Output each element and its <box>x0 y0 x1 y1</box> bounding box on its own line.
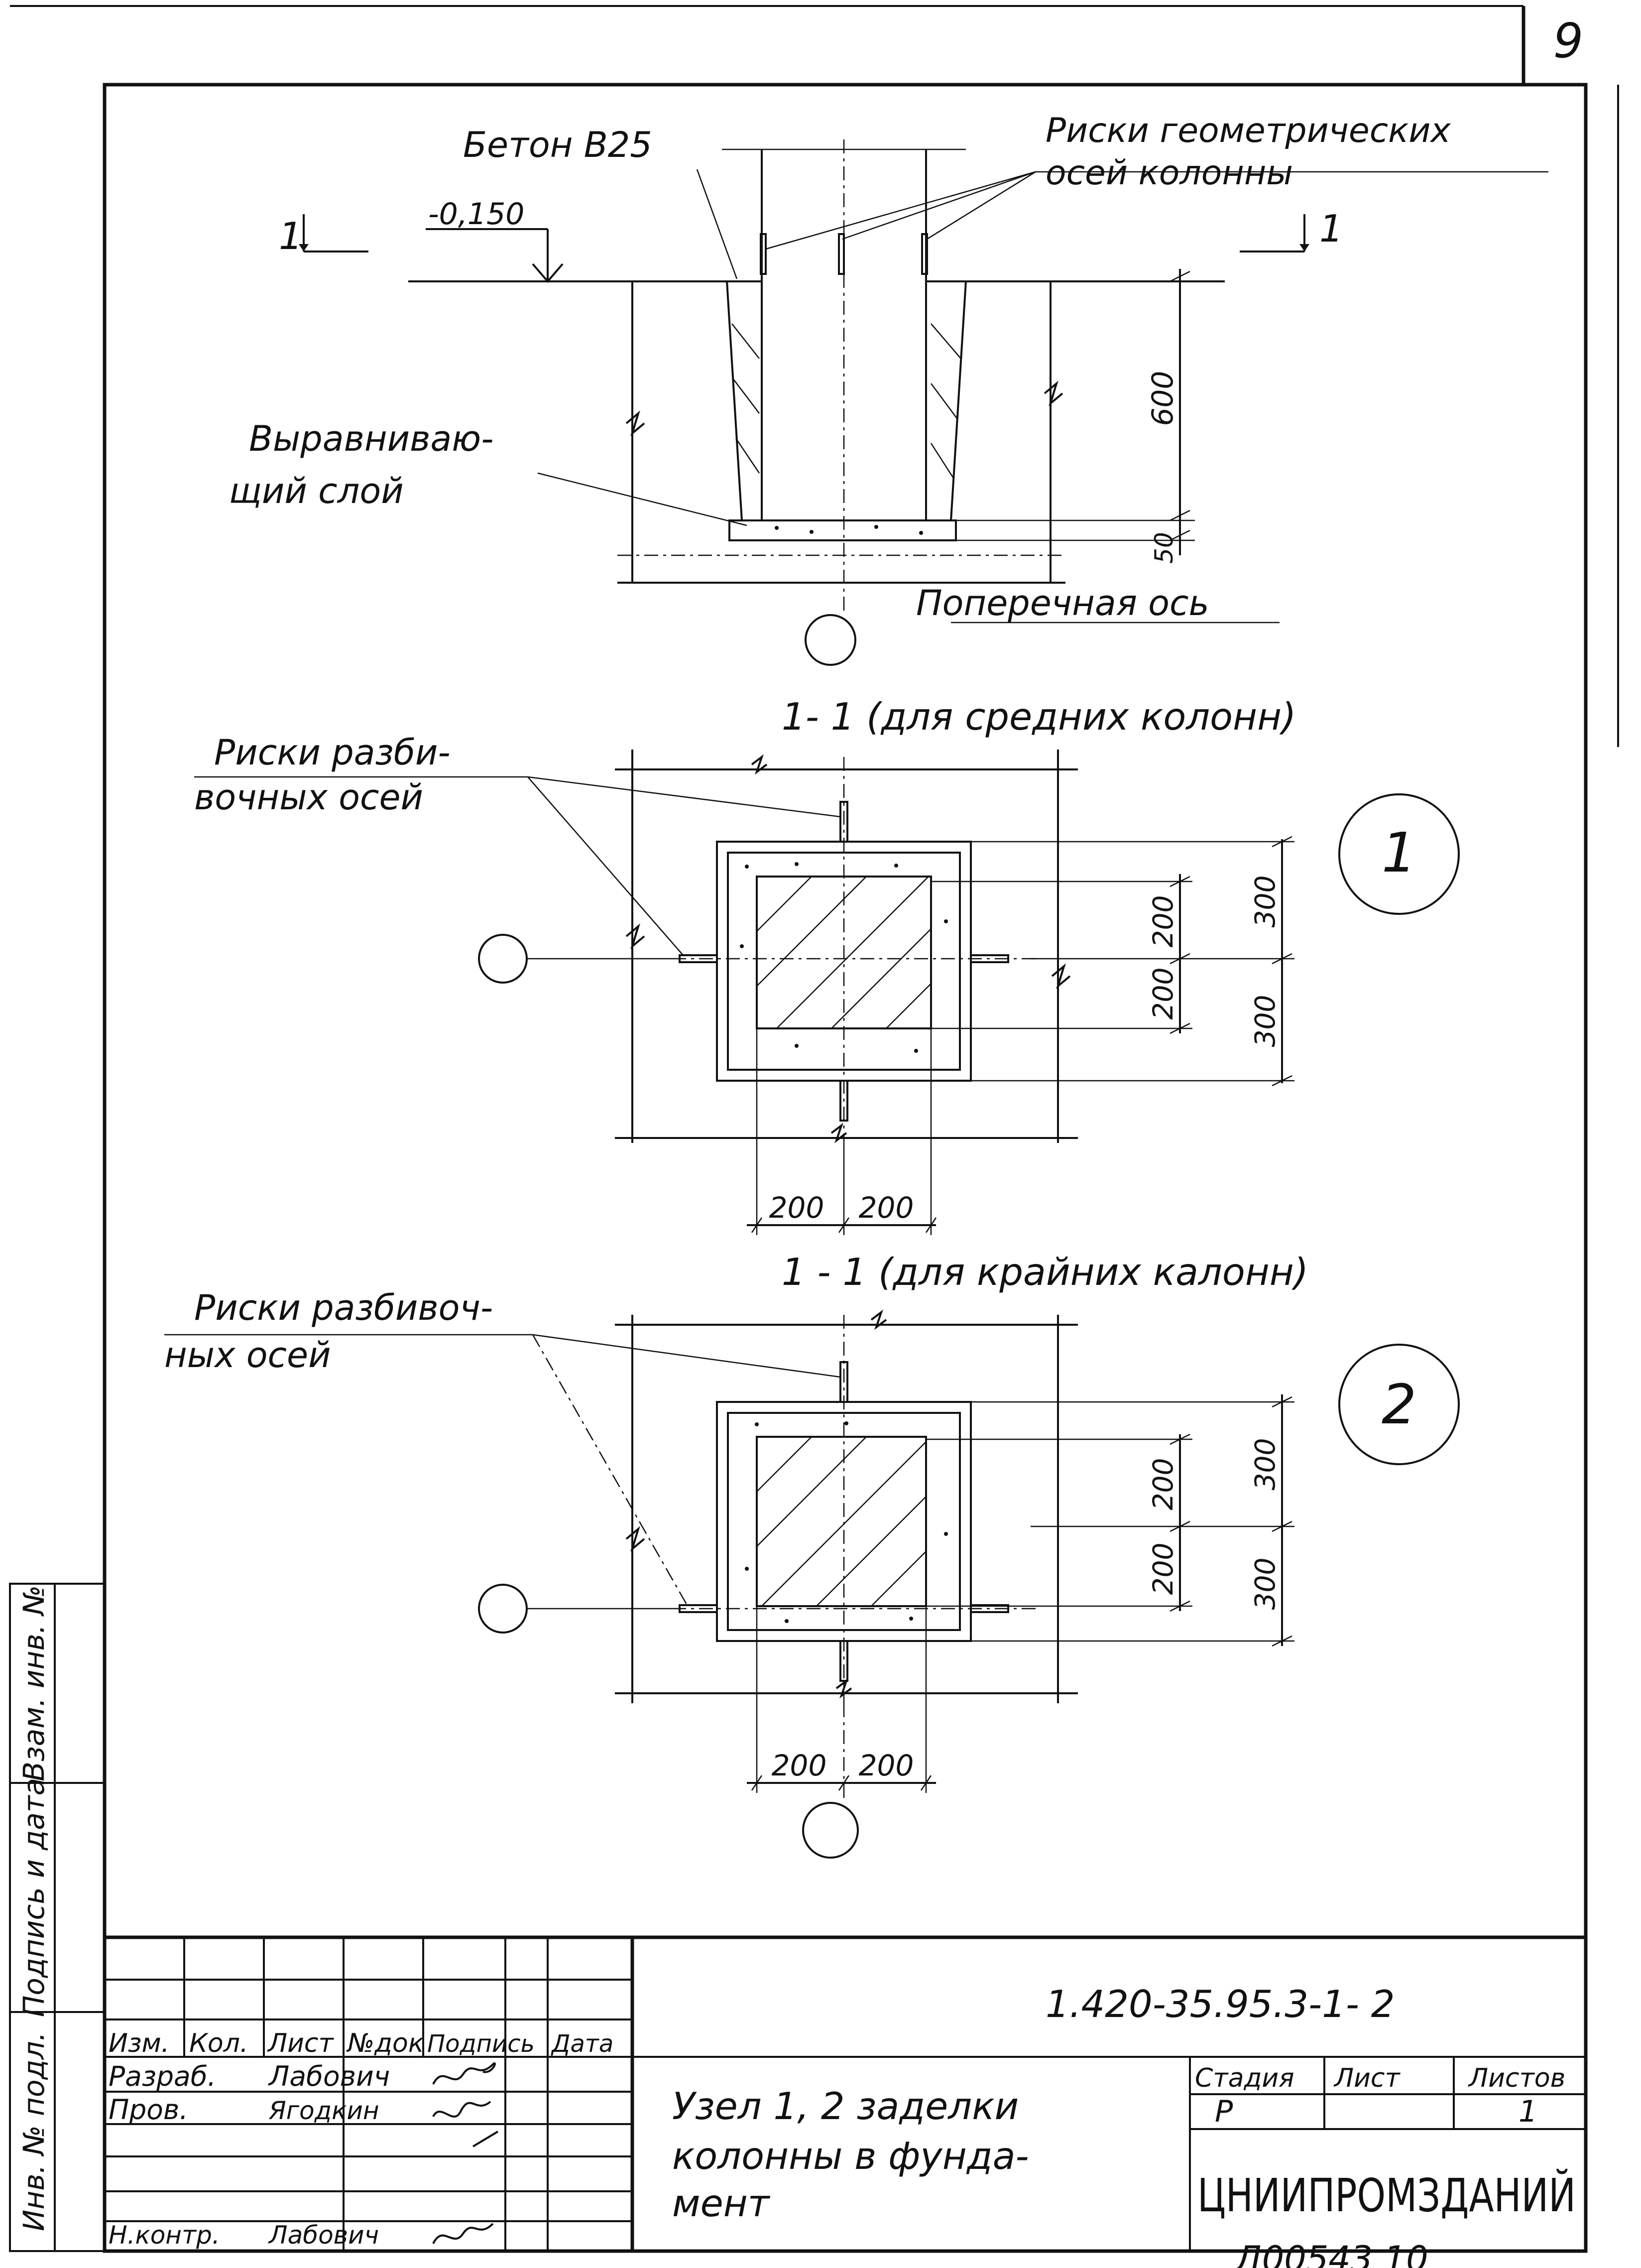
plan-middle-node-number: 1 <box>1382 821 1416 884</box>
header-data: Дата <box>551 2030 613 2058</box>
title-line-1: Узел 1, 2 заделки <box>672 2084 1019 2128</box>
level-layer-label-2: щий слой <box>229 471 404 511</box>
row-role-3: Н.контр. <box>109 2221 220 2250</box>
header-ndok: №док <box>346 2028 424 2058</box>
plan-middle-dim-h-1: 200 <box>769 1191 824 1225</box>
plan-middle-dim-v-inner-2: 200 <box>1147 968 1179 1020</box>
plan-edge-dim-h-1: 200 <box>772 1749 827 1782</box>
plan-edge-dim-h-2: 200 <box>859 1749 914 1782</box>
plan-middle-dim-v-outer-2: 300 <box>1249 995 1281 1047</box>
dim-layer: 50 <box>1150 532 1178 564</box>
title-line-2: колонны в фунда- <box>672 2134 1029 2178</box>
dim-depth: 600 <box>1146 371 1179 426</box>
plan-edge-dim-v-inner-2: 200 <box>1147 1543 1179 1595</box>
row-name-1: Лабович <box>268 2060 390 2092</box>
side-stamp-inv: Инв. № подл. <box>17 2032 51 2231</box>
header-kol: Кол. <box>189 2028 248 2058</box>
plan-edge-risk-1: Риски разбивоч- <box>194 1287 493 1328</box>
cut-mark-left: 1 <box>279 214 303 258</box>
header-podpis: Подпись <box>427 2030 535 2058</box>
sheets-value: 1 <box>1519 2094 1537 2129</box>
document-code: 1.420-35.95.3-1- 2 <box>1046 1982 1395 2026</box>
sheets-label: Листов <box>1468 2063 1565 2093</box>
cut-mark-right: 1 <box>1319 207 1343 251</box>
title-block <box>105 1935 1586 2251</box>
sheet-number: 9 <box>1553 14 1583 69</box>
plan-edge-node-number: 2 <box>1382 1373 1416 1436</box>
plan-edge-title: 1 - 1 (для крайних калонн) <box>782 1250 1308 1294</box>
archive-number: Д00543 10 <box>1233 2239 1428 2268</box>
row-name-2: Ягодкин <box>268 2096 379 2125</box>
row-role-2: Пров. <box>109 2094 188 2126</box>
transverse-axis-label: Поперечная ось <box>916 583 1209 624</box>
organization: ЦНИИПРОМЗДАНИЙ <box>1197 2168 1576 2222</box>
row-role-1: Разраб. <box>109 2060 216 2092</box>
row-name-3: Лабович <box>268 2221 379 2250</box>
plan-edge-risk-2: ных осей <box>164 1335 331 1376</box>
title-line-3: мент <box>672 2181 771 2225</box>
plan-edge-dim-v-outer-2: 300 <box>1249 1558 1281 1610</box>
plan-middle-dim-v-outer-1: 300 <box>1249 876 1281 928</box>
header-list: Лист <box>267 2028 334 2058</box>
side-stamp-vzam: Взам. инв. № <box>17 1585 51 1781</box>
plan-middle <box>194 750 1460 1235</box>
plan-edge-dim-v-inner-1: 200 <box>1147 1458 1179 1511</box>
foundation-section <box>299 139 1548 666</box>
plan-middle-dim-v-inner-1: 200 <box>1147 895 1179 948</box>
beton-label: Бетон В25 <box>463 125 652 165</box>
risk-geom-label-2: осей колонны <box>1046 153 1293 193</box>
side-stamp-podpis: Подпись и дата <box>17 1778 51 2017</box>
elevation-label: -0,150 <box>428 197 524 232</box>
level-layer-label-1: Выравниваю- <box>249 418 493 459</box>
side-stamp <box>9 1583 106 2252</box>
plan-edge <box>164 1309 1460 1859</box>
plan-edge-dim-v-outer-1: 300 <box>1249 1438 1281 1491</box>
header-izm: Изм. <box>109 2028 169 2058</box>
plan-middle-dim-h-2: 200 <box>859 1191 914 1225</box>
plan-middle-title: 1- 1 (для средних колонн) <box>782 695 1296 739</box>
risk-geom-label-1: Риски геометрических <box>1046 111 1451 150</box>
plan-middle-risk-2: вочных осей <box>194 777 423 818</box>
stage-label: Стадия <box>1195 2063 1294 2093</box>
frame <box>10 5 1619 2253</box>
plan-middle-risk-1: Риски разби- <box>214 732 451 773</box>
signatures <box>432 2062 499 2244</box>
stage-value: Р <box>1215 2094 1233 2129</box>
sheet-label: Лист <box>1333 2063 1401 2093</box>
